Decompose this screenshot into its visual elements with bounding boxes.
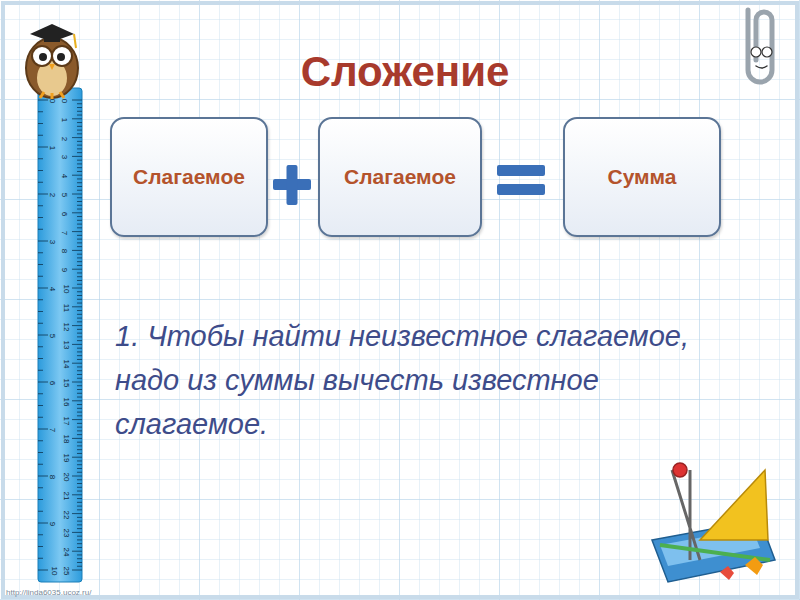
ruler-number: 10 bbox=[50, 567, 58, 576]
ruler-number: 12 bbox=[62, 322, 70, 331]
ruler-number: 16 bbox=[62, 397, 70, 406]
paperclip-icon bbox=[748, 10, 772, 82]
ruler-number: 9 bbox=[60, 268, 68, 272]
geometry-tools bbox=[652, 463, 775, 582]
slide-title: Сложение bbox=[301, 48, 510, 96]
ruler-number: 24 bbox=[62, 548, 70, 557]
ruler-number: 17 bbox=[62, 416, 70, 425]
ruler-number: 3 bbox=[60, 155, 68, 159]
source-url: http://linda6035.ucoz.ru/ bbox=[6, 588, 91, 597]
ruler-number: 15 bbox=[62, 379, 70, 388]
ruler-number: 7 bbox=[48, 428, 56, 432]
rule-text: 1. Чтобы найти неизвестное слагаемое, на… bbox=[115, 314, 735, 446]
ruler-number: 13 bbox=[62, 341, 70, 350]
ruler-number: 20 bbox=[62, 473, 70, 482]
ruler-number: 10 bbox=[62, 285, 70, 294]
term-box: Сумма bbox=[563, 117, 721, 237]
ruler-number: 8 bbox=[48, 475, 56, 479]
ruler-number: 14 bbox=[62, 360, 70, 369]
ruler-number: 0 bbox=[60, 99, 68, 103]
ruler-number: 21 bbox=[62, 491, 70, 500]
equals-sign bbox=[497, 165, 545, 195]
ruler-number: 5 bbox=[60, 193, 68, 197]
ruler-number: 0 bbox=[48, 99, 56, 103]
owl-icon bbox=[26, 24, 78, 99]
ruler-number: 4 bbox=[60, 174, 68, 178]
ruler bbox=[38, 88, 82, 582]
ruler-number: 3 bbox=[48, 240, 56, 244]
ruler-number: 8 bbox=[60, 249, 68, 253]
plus-sign bbox=[273, 165, 311, 205]
ruler-number: 5 bbox=[48, 334, 56, 338]
term-box: Слагаемое bbox=[110, 117, 268, 237]
ruler-number: 11 bbox=[62, 304, 70, 312]
ruler-number: 18 bbox=[62, 435, 70, 444]
ruler-number: 22 bbox=[62, 510, 70, 519]
term-box: Слагаемое bbox=[318, 117, 482, 237]
ruler-number: 1 bbox=[48, 146, 56, 150]
ruler-number: 1 bbox=[60, 118, 68, 122]
ruler-number: 9 bbox=[48, 522, 56, 526]
ruler-number: 6 bbox=[60, 212, 68, 216]
ruler-number: 19 bbox=[62, 454, 70, 463]
term-label: Слагаемое bbox=[133, 163, 245, 190]
ruler-number: 7 bbox=[60, 230, 68, 234]
ruler-number: 6 bbox=[48, 381, 56, 385]
ruler-number: 25 bbox=[62, 567, 70, 576]
ruler-number: 4 bbox=[48, 287, 56, 291]
term-label: Слагаемое bbox=[344, 163, 456, 190]
ruler-number: 2 bbox=[48, 193, 56, 197]
ruler-number: 23 bbox=[62, 529, 70, 538]
ruler-number: 2 bbox=[60, 136, 68, 140]
term-label: Сумма bbox=[607, 163, 676, 190]
